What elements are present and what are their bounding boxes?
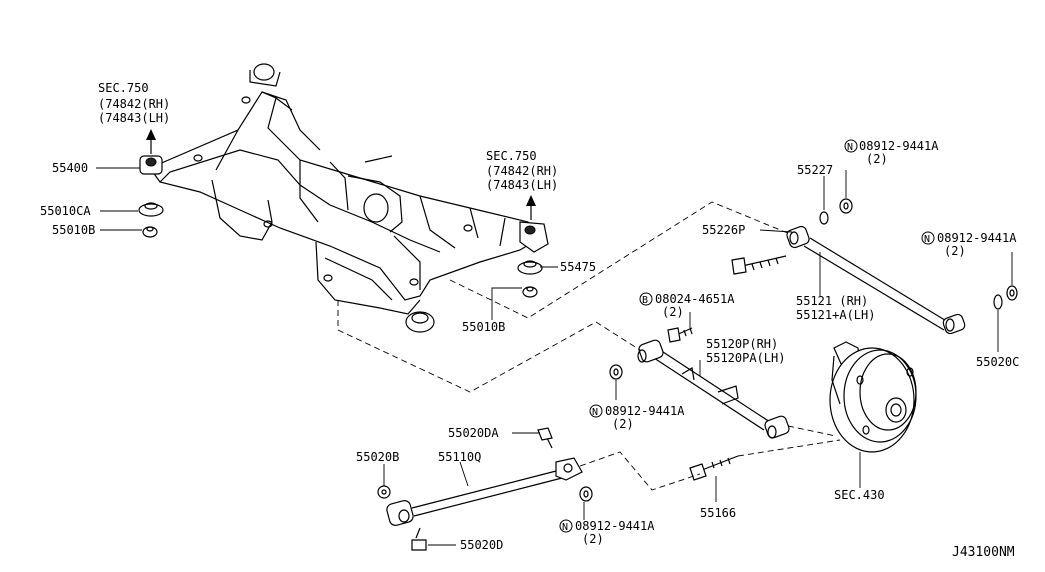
nut-08912-code-1: 08912-9441A bbox=[859, 139, 939, 153]
part-55120PA-lh-label: 55120PA(LH) bbox=[706, 351, 785, 365]
nut-08912-upper bbox=[839, 198, 853, 214]
nut-08912-lower bbox=[579, 486, 593, 502]
sec750-rh-label-left: (74842(RH) bbox=[98, 97, 170, 111]
sec430-label: SEC.430 bbox=[834, 488, 885, 502]
bolt-55166 bbox=[689, 455, 739, 481]
part-55227-label: 55227 bbox=[797, 163, 833, 177]
nut-symbol-icon bbox=[589, 404, 603, 418]
nut-symbol-letter: N bbox=[562, 522, 568, 533]
part-labels: SEC.750 (74842(RH) (74843(LH) 55400 5501… bbox=[40, 81, 1019, 560]
part-55110Q-label: 55110Q bbox=[438, 450, 481, 464]
nut-55010B-left bbox=[142, 226, 158, 238]
part-55475-label: 55475 bbox=[560, 260, 596, 274]
part-55010CA-label: 55010CA bbox=[40, 204, 91, 218]
nut-55010B-right bbox=[522, 286, 538, 298]
bolt-55020DA bbox=[537, 427, 553, 449]
sec750-label-left: SEC.750 bbox=[98, 81, 149, 95]
bolt-55226P bbox=[731, 255, 787, 275]
diagram-id: J43100NM bbox=[952, 545, 1015, 560]
nut-55020B bbox=[377, 485, 391, 499]
nut-08912-code-4: 08912-9441A bbox=[575, 519, 655, 533]
bolt-symbol-letter: B bbox=[642, 295, 648, 306]
nut-08912-mid bbox=[609, 364, 623, 380]
bolt-symbol-icon bbox=[639, 292, 653, 306]
part-55020C-label: 55020C bbox=[976, 355, 1019, 369]
nut-08912-qty-3: (2) bbox=[612, 417, 634, 431]
bolt-08024 bbox=[667, 327, 693, 343]
axle-hub-sec430 bbox=[829, 341, 917, 453]
part-55020DA-label: 55020DA bbox=[448, 426, 499, 440]
nut-08912-code-2: 08912-9441A bbox=[937, 231, 1017, 245]
rear-suspension-member bbox=[139, 63, 549, 333]
nut-symbol-icon bbox=[921, 231, 935, 245]
part-55020D-label: 55020D bbox=[460, 538, 503, 552]
sec750-lh-label-left: (74843(LH) bbox=[98, 111, 170, 125]
part-55010B-right-label: 55010B bbox=[462, 320, 505, 334]
nut-08912-qty-4: (2) bbox=[582, 532, 604, 546]
link-55120P bbox=[637, 339, 790, 439]
nut-symbol-letter: N bbox=[592, 407, 598, 418]
lower-link-55110Q bbox=[386, 457, 583, 526]
washer-55227 bbox=[819, 211, 829, 225]
assembly-dashed-lines bbox=[337, 201, 841, 491]
nut-symbol-icon bbox=[559, 519, 573, 533]
leader-lines bbox=[96, 167, 1013, 546]
bolt-08024-qty: (2) bbox=[662, 305, 684, 319]
nut-08912-qty-2: (2) bbox=[944, 244, 966, 258]
washer-55010CA bbox=[138, 202, 164, 217]
part-55020B-label: 55020B bbox=[356, 450, 399, 464]
nut-symbol-letter: N bbox=[847, 142, 853, 153]
sec750-lh-label-right: (74843(LH) bbox=[486, 178, 558, 192]
nut-symbol-icon bbox=[844, 139, 858, 153]
upper-link-55121 bbox=[786, 225, 966, 335]
arrow-up-icon bbox=[146, 129, 156, 154]
nut-08912-qty-1: (2) bbox=[866, 152, 888, 166]
part-55121-rh-label: 55121 (RH) bbox=[796, 294, 868, 308]
sec750-label-right: SEC.750 bbox=[486, 149, 537, 163]
part-55400-label: 55400 bbox=[52, 161, 88, 175]
sec750-rh-label-right: (74842(RH) bbox=[486, 164, 558, 178]
nut-08912-right bbox=[1006, 285, 1018, 301]
bolt-55020D bbox=[411, 527, 427, 551]
part-55120P-rh-label: 55120P(RH) bbox=[706, 337, 778, 351]
part-55121A-lh-label: 55121+A(LH) bbox=[796, 308, 875, 322]
nut-symbol-letter: N bbox=[924, 234, 930, 245]
nut-08912-code-3: 08912-9441A bbox=[605, 404, 685, 418]
part-55166-label: 55166 bbox=[700, 506, 736, 520]
washer-55475 bbox=[517, 260, 543, 275]
part-55010B-left-label: 55010B bbox=[52, 223, 95, 237]
bolt-08024-code: 08024-4651A bbox=[655, 292, 735, 306]
washer-55020C bbox=[993, 294, 1003, 310]
part-55226P-label: 55226P bbox=[702, 223, 745, 237]
arrow-up-icon bbox=[526, 195, 536, 220]
